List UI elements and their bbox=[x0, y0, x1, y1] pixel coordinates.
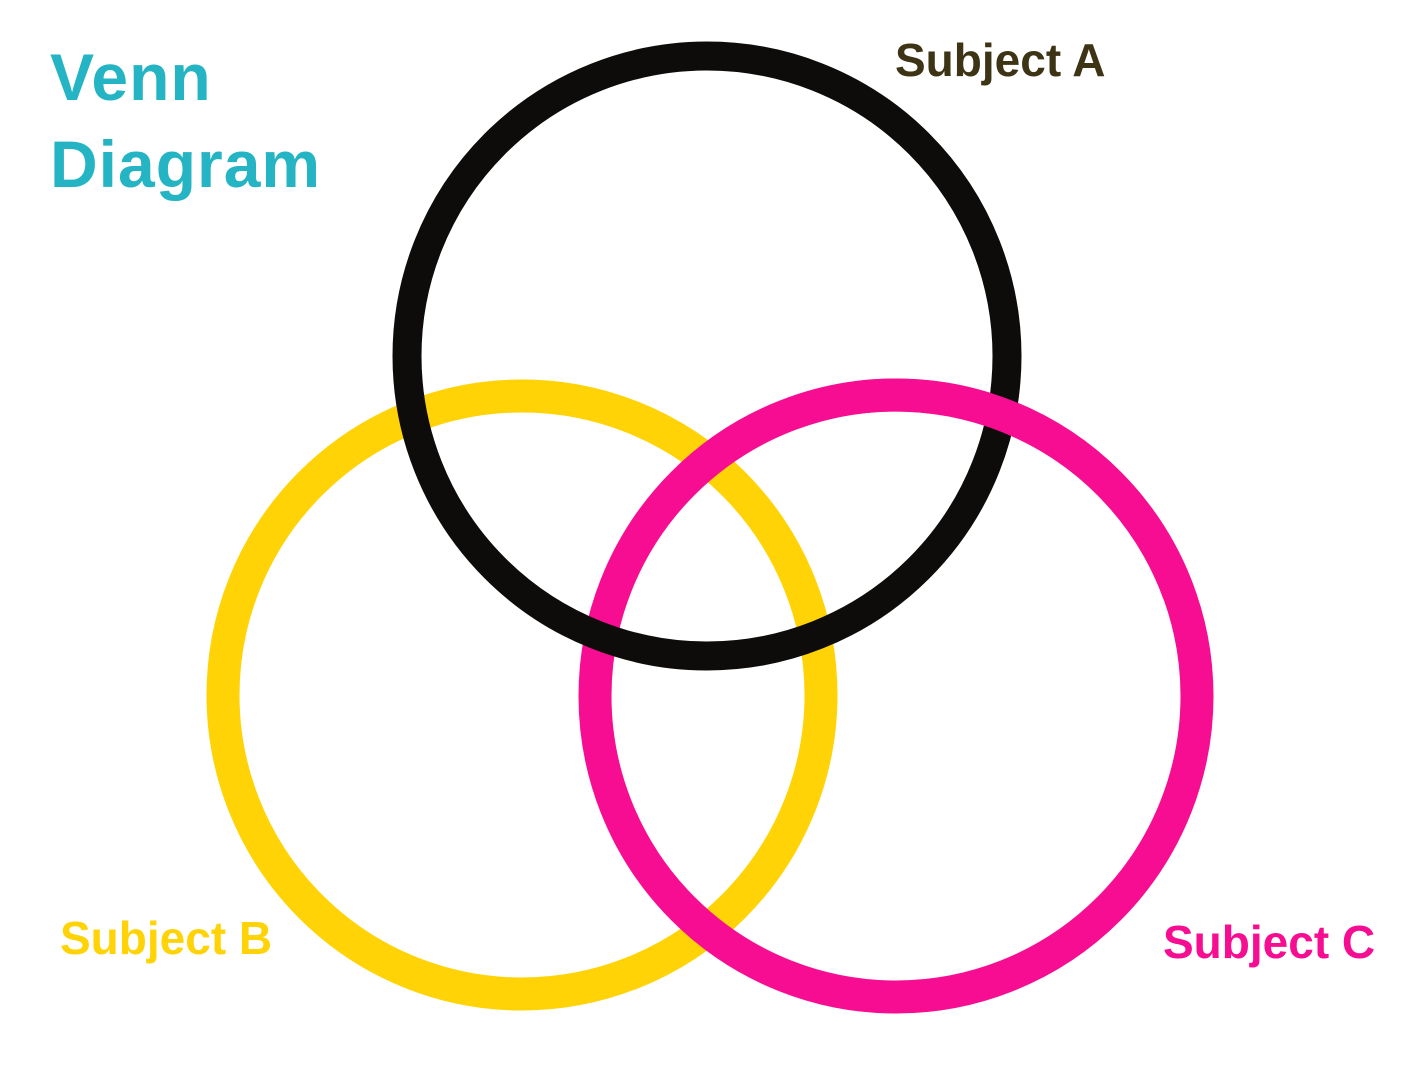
label-subject-c: Subject C bbox=[1163, 916, 1376, 968]
label-subject-b: Subject B bbox=[60, 912, 273, 964]
circle-subject-c-overlap-arc bbox=[787, 378, 1195, 599]
page-title: Venn Diagram bbox=[50, 40, 322, 201]
label-subject-a: Subject A bbox=[895, 34, 1106, 86]
circle-subject-a bbox=[392, 41, 1022, 671]
circle-subject-b bbox=[206, 379, 838, 1011]
